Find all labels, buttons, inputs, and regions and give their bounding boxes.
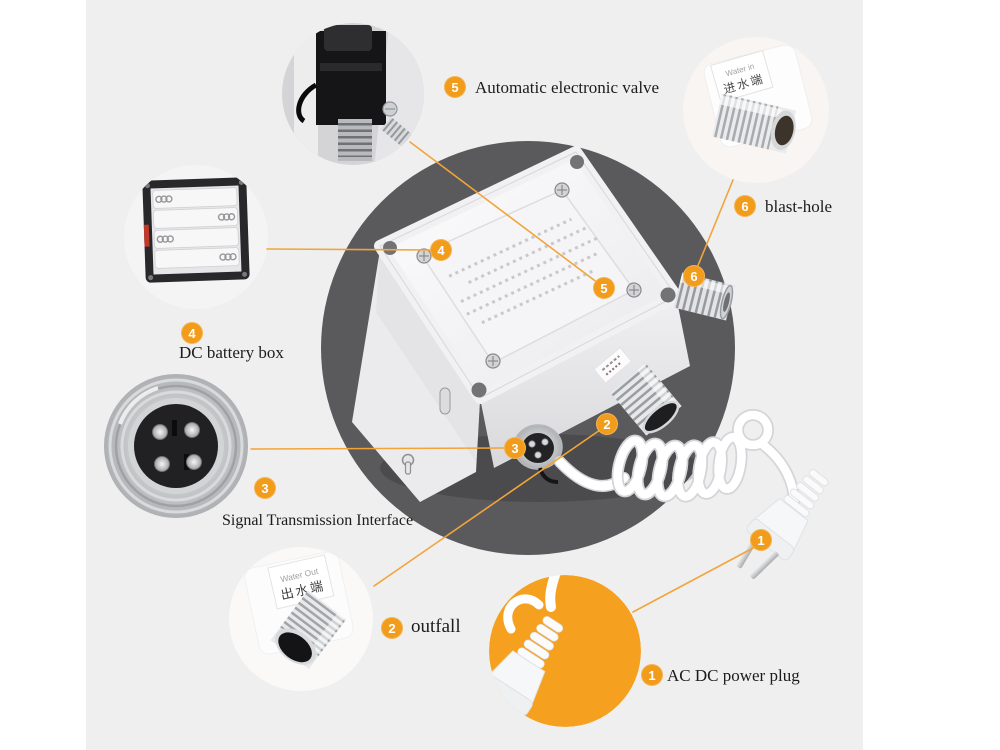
badge-number: 1 — [757, 532, 765, 548]
label-badge-5: 5 — [444, 76, 466, 98]
label-badge-1: 1 — [641, 664, 663, 686]
inset-signal-connector-photo — [102, 372, 250, 520]
badge-number: 3 — [511, 440, 519, 456]
inset-water-out-photo: Water Out 出水端 — [229, 547, 373, 691]
callout-label-valve: Automatic electronic valve — [475, 78, 660, 97]
label-badge-3: 3 — [254, 477, 276, 499]
callout-label-signal: Signal Transmission Interface — [222, 512, 414, 529]
badge-number: 6 — [690, 268, 698, 284]
device-badge-4: 4 — [430, 239, 452, 261]
inset-water-in-photo: Water in 进水端 — [683, 37, 829, 183]
badge-number: 6 — [741, 198, 749, 214]
callout-label-outfall: outfall — [411, 616, 461, 637]
badge-number: 3 — [261, 480, 269, 496]
water-in-sticker: Water in 进水端 — [709, 49, 774, 103]
callout-label-plug: AC DC power plug — [667, 666, 800, 685]
badge-number: 2 — [388, 620, 396, 636]
device-badge-2: 2 — [596, 413, 618, 435]
badge-number: 5 — [451, 79, 459, 95]
label-badge-6: 6 — [734, 195, 756, 217]
inset-power-plug-photo — [489, 575, 641, 727]
water-out-sticker: Water Out 出水端 — [267, 554, 335, 610]
callout-label-battery: DC battery box — [179, 343, 284, 362]
device-badge-6: 6 — [683, 265, 705, 287]
callout-label-blast-hole: blast-hole — [765, 197, 833, 216]
device-badge-1: 1 — [750, 529, 772, 551]
badge-number: 5 — [600, 280, 608, 296]
dark-backdrop-circle — [321, 141, 735, 555]
label-badge-2: 2 — [381, 617, 403, 639]
inset-battery-box-photo — [124, 165, 268, 309]
inset-valve-photo — [282, 23, 424, 165]
badge-number: 1 — [648, 667, 656, 683]
device-badge-3: 3 — [504, 437, 526, 459]
badge-number: 4 — [437, 242, 445, 258]
device-badge-5: 5 — [593, 277, 615, 299]
badge-number: 4 — [188, 325, 196, 341]
badge-number: 2 — [603, 416, 611, 432]
label-badge-4: 4 — [181, 322, 203, 344]
